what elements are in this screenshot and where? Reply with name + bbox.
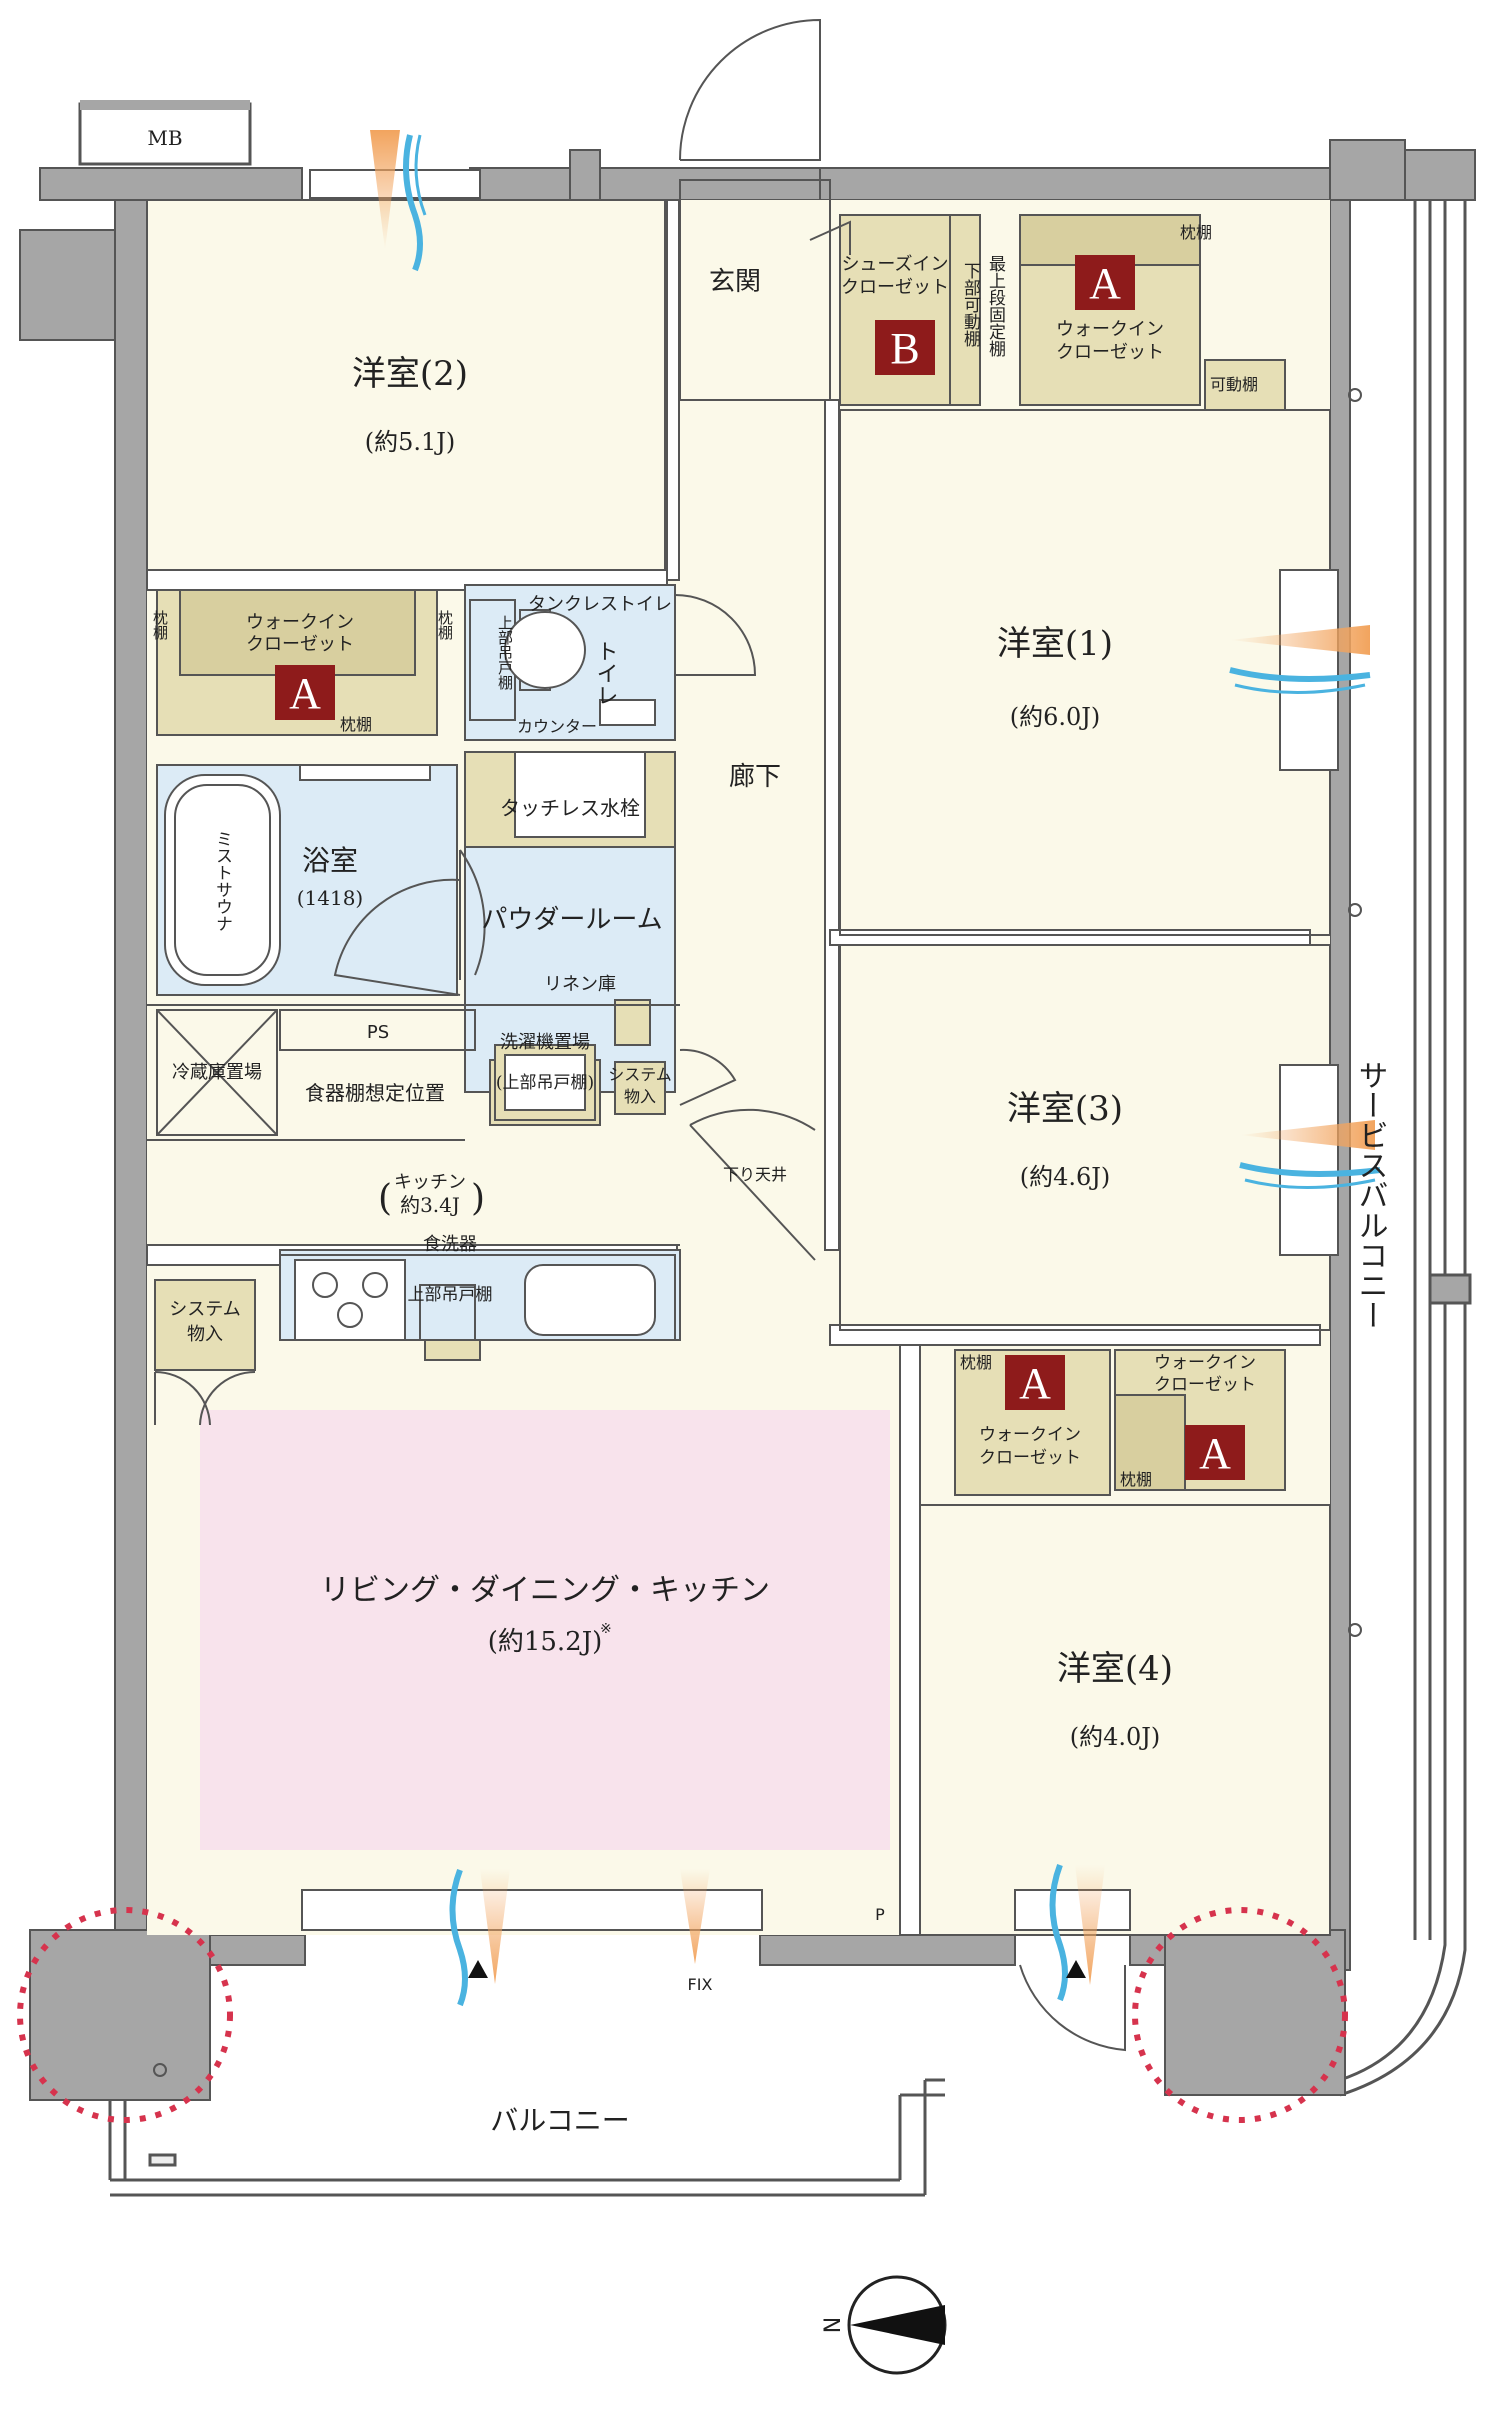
makurdana-left-b: 枕棚 bbox=[436, 610, 454, 640]
room2-size: (約5.1J) bbox=[365, 428, 456, 456]
wic-top-line1: ウォークイン bbox=[1056, 319, 1164, 340]
wic-left-line1: ウォークイン bbox=[246, 612, 354, 633]
toilet-shelf: 上部吊戸棚 bbox=[496, 615, 514, 690]
room3-size: (約4.6J) bbox=[1020, 1163, 1111, 1191]
kitchen-counter bbox=[154, 1254, 676, 1426]
shoes-closet-line1: シューズイン bbox=[841, 254, 948, 275]
entry-door bbox=[679, 18, 851, 255]
toilet-title: タンクレストイレ bbox=[528, 594, 672, 615]
makurdana-top: 枕棚 bbox=[1180, 223, 1212, 242]
toilet-label: トイレ bbox=[593, 640, 618, 706]
kitchen-bracket-close: ) bbox=[471, 1178, 485, 1219]
svg-text:A: A bbox=[1199, 1429, 1231, 1478]
outer-walls bbox=[19, 139, 1476, 2101]
fix-label: FIX bbox=[688, 1975, 713, 1994]
wic-mid-line1: ウォークイン bbox=[979, 1425, 1081, 1445]
powder-label: パウダールーム bbox=[481, 905, 662, 935]
corridor-label: 廊下 bbox=[729, 762, 781, 792]
makurdana-mid-a: 枕棚 bbox=[960, 1353, 992, 1372]
counter-label: カウンター bbox=[517, 717, 597, 736]
washer-label: 洗濯機置場 bbox=[500, 1032, 590, 1053]
room1-size: (約6.0J) bbox=[1010, 703, 1101, 731]
service-balcony-markers bbox=[153, 388, 1362, 2077]
mist-sauna-label: ミストサウナ bbox=[212, 830, 232, 932]
compass: N bbox=[821, 2275, 947, 2375]
room-outlines bbox=[146, 179, 1331, 1936]
entrance-marker-right bbox=[1066, 1960, 1086, 1978]
svg-text:A: A bbox=[1089, 259, 1121, 308]
highlight-circles bbox=[17, 1907, 1348, 2123]
ldk-label: リビング・ダイニング・キッチン bbox=[320, 1573, 770, 1608]
kitchen-size: 約3.4J bbox=[400, 1193, 460, 1217]
room4-label: 洋室(4) bbox=[1057, 1649, 1173, 1689]
touchless-label: タッチレス水栓 bbox=[500, 796, 640, 820]
ldk-area bbox=[200, 1410, 890, 1850]
badge-a-left: A bbox=[275, 665, 335, 720]
fridge-label: 冷蔵庫置場 bbox=[172, 1062, 262, 1083]
svg-text:B: B bbox=[890, 324, 919, 373]
kitchen-system-line1: システム bbox=[169, 1299, 240, 1320]
badge-a-right: A bbox=[1185, 1425, 1245, 1480]
room4-size: (約4.0J) bbox=[1070, 1723, 1161, 1751]
ldk-size: (約15.2J) bbox=[488, 1627, 603, 1657]
system-storage-line2: 物入 bbox=[624, 1087, 656, 1106]
kadodana-label: 可動棚 bbox=[1210, 375, 1258, 394]
badge-b: B bbox=[875, 320, 935, 375]
makurdana-left-c: 枕棚 bbox=[340, 715, 372, 734]
dish-shelf-label: 食器棚想定位置 bbox=[305, 1081, 445, 1105]
kitchen-shelf-label: 上部吊戸棚 bbox=[408, 1285, 493, 1305]
svg-text:A: A bbox=[289, 669, 321, 718]
p-label: P bbox=[875, 1905, 885, 1924]
genkan-label: 玄関 bbox=[709, 267, 761, 297]
badge-a-mid: A bbox=[1005, 1355, 1065, 1410]
makurdana-mid-b: 枕棚 bbox=[1120, 1470, 1152, 1489]
wic-left-line2: クローゼット bbox=[246, 634, 354, 655]
shoes-closet-line2: クローゼット bbox=[841, 277, 949, 298]
system-storage-line1: システム bbox=[608, 1065, 672, 1084]
bath-fixtures bbox=[164, 594, 816, 1261]
shoes-shelf-bottom: 下部可動棚 bbox=[960, 262, 981, 348]
compass-n-label: N bbox=[821, 2317, 846, 2333]
room1-label: 洋室(1) bbox=[997, 624, 1113, 664]
wic-top-line2: クローゼット bbox=[1056, 342, 1164, 363]
balcony-outline bbox=[108, 160, 1472, 2197]
shoes-shelf-top: 最上段固定棚 bbox=[985, 255, 1006, 358]
wic-mid-line2: クローゼット bbox=[979, 1448, 1081, 1468]
linen-label: リネン庫 bbox=[544, 974, 616, 995]
kitchen-bracket-open: ( bbox=[378, 1178, 392, 1219]
ps-label: PS bbox=[367, 1022, 389, 1043]
washer-shelf: (上部吊戸棚) bbox=[496, 1073, 594, 1093]
service-balcony-label: サービスバルコニー bbox=[1353, 1060, 1388, 1330]
kitchen-system-line2: 物入 bbox=[187, 1324, 223, 1345]
kitchen-label: キッチン bbox=[394, 1172, 466, 1193]
ldk-note: ※ bbox=[600, 1621, 612, 1637]
mb-box: MB bbox=[78, 100, 252, 166]
dishwasher-label: 食洗器 bbox=[423, 1234, 477, 1255]
wic-mid-right-line1: ウォークイン bbox=[1154, 1353, 1256, 1373]
bath-label: 浴室 bbox=[302, 844, 358, 877]
entrance-marker-left bbox=[468, 1960, 488, 1978]
badge-a-top: A bbox=[1075, 255, 1135, 310]
svg-text:A: A bbox=[1019, 1359, 1051, 1408]
room-labels: 玄関 シューズイン クローゼット 最上段固定棚 下部可動棚 ウォークイン クロー… bbox=[151, 223, 1388, 2137]
badges: A B A A A bbox=[275, 255, 1245, 1480]
balcony-label: バルコニー bbox=[490, 2104, 629, 2137]
ventilation-arrows bbox=[370, 130, 1381, 2007]
balcony-door-swing bbox=[1019, 1964, 1126, 2052]
wic-mid-right-line2: クローゼット bbox=[1154, 1375, 1256, 1395]
room2-label: 洋室(2) bbox=[352, 354, 468, 394]
closets bbox=[154, 214, 1286, 1496]
shimoriten-label: 下り天井 bbox=[723, 1165, 787, 1184]
room3-label: 洋室(3) bbox=[1007, 1089, 1123, 1129]
mb-label: MB bbox=[147, 126, 182, 150]
makurdana-left-a: 枕棚 bbox=[151, 610, 169, 640]
bath-size: (1418) bbox=[297, 886, 364, 910]
